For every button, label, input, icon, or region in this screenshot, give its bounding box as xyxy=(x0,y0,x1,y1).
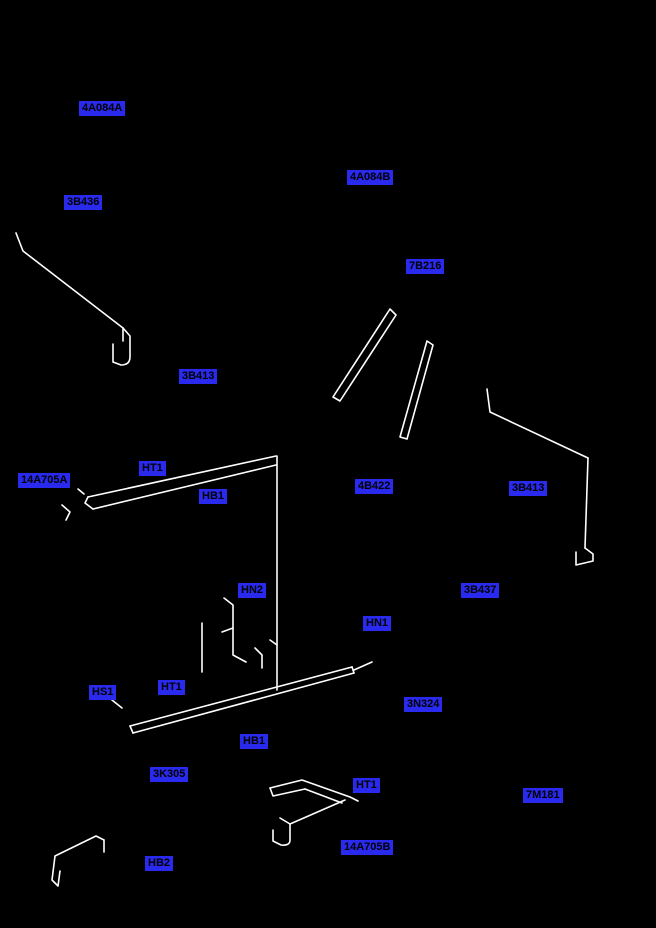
tube-right-with-hook xyxy=(486,388,594,566)
part-label-7M181[interactable]: 7M181 xyxy=(523,788,563,803)
part-label-HN2[interactable]: HN2 xyxy=(238,583,267,598)
tick-hs1 xyxy=(111,699,123,709)
clip-shapes-hn2 xyxy=(201,597,278,673)
part-label-HB1-top[interactable]: HB1 xyxy=(199,489,228,504)
part-label-3N324[interactable]: 3N324 xyxy=(404,697,443,712)
part-label-HN1[interactable]: HN1 xyxy=(363,616,392,631)
part-label-4A084A[interactable]: 4A084A xyxy=(79,101,126,116)
bottom-left-bracket xyxy=(51,835,105,887)
part-label-3B436[interactable]: 3B436 xyxy=(64,195,103,210)
part-label-4A084B[interactable]: 4A084B xyxy=(347,170,394,185)
part-label-7B216[interactable]: 7B216 xyxy=(406,259,445,274)
bottom-middle-assembly xyxy=(269,779,359,846)
part-label-HT1-mid[interactable]: HT1 xyxy=(158,680,185,695)
thin-tube-a xyxy=(332,308,397,402)
part-label-HT1-top[interactable]: HT1 xyxy=(139,461,166,476)
part-label-4B422[interactable]: 4B422 xyxy=(355,479,394,494)
lower-long-tube xyxy=(129,661,373,734)
part-label-HS1[interactable]: HS1 xyxy=(89,685,117,700)
part-label-HB2[interactable]: HB2 xyxy=(145,856,174,871)
part-label-3B413-left[interactable]: 3B413 xyxy=(179,369,218,384)
part-label-HB1-bottom[interactable]: HB1 xyxy=(240,734,269,749)
part-label-14A705B[interactable]: 14A705B xyxy=(341,840,394,855)
tube-left-with-hook xyxy=(15,232,131,366)
part-label-14A705A[interactable]: 14A705A xyxy=(18,473,71,488)
upper-long-tube xyxy=(61,455,277,521)
part-label-3B413-right[interactable]: 3B413 xyxy=(509,481,548,496)
part-label-HT1-bottom[interactable]: HT1 xyxy=(353,778,380,793)
part-label-3K305[interactable]: 3K305 xyxy=(150,767,189,782)
thin-tube-b xyxy=(399,340,434,440)
part-label-3B437[interactable]: 3B437 xyxy=(461,583,500,598)
